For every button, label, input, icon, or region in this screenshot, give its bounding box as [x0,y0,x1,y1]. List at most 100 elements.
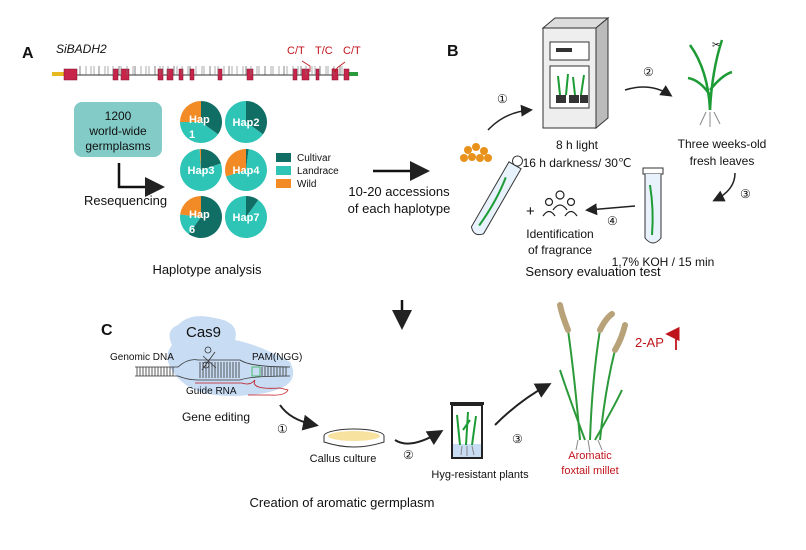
exon [166,68,174,81]
step-3: ③ [740,187,751,201]
growth-chamber-icon [541,16,610,130]
pie-slice-wild [225,149,246,177]
exon [331,68,339,81]
legend-swatch-landrace [276,166,291,175]
pie-slice-landrace [225,196,267,239]
callus-label: Callus culture [310,453,377,465]
resequencing-label: Resequencing [84,193,167,208]
test-tube-icon [642,167,664,244]
genomic-dna-label: Genomic DNA [110,352,174,363]
step-1: ① [497,92,508,106]
exon [246,68,254,81]
accessions-line: of each haplotype [348,201,451,216]
legend-label: Landrace [297,166,339,177]
pie-slice-cultivar [201,101,222,135]
haplotype-label: Hap4 [233,165,261,177]
step-2: ② [643,65,654,79]
plus-sign: + [526,203,535,220]
pie-slice-wild [180,101,201,122]
step-1: ① [277,422,288,436]
panel-b: B ① 8 h light 16 h darkness/ 30℃ ② ✂ Thr… [447,16,767,279]
panel-c: C Cas9 Genomic DNA PAM(NGG) Guide RNA Ge… [101,302,680,510]
sensory-caption: Sensory evaluation test [525,264,661,279]
pie-slice-cultivar [246,101,267,135]
cas9-protein [167,316,294,396]
2ap-label: 2-AP [635,335,664,350]
germplasm-line: world-wide [88,124,147,138]
petri-dish-icon [323,428,385,448]
legend-swatch-cultivar [276,153,291,162]
step-4: ④ [607,214,618,228]
panel-label-b: B [447,43,459,60]
haplotype-pie: Hap4 [225,149,267,191]
haplotype-caption: Haplotype analysis [152,262,262,277]
gene-structure [52,66,358,81]
pie-slice-landrace [226,149,267,191]
haplotype-label: 6 [189,224,195,236]
cas9-label: Cas9 [186,324,221,341]
dna-strands [135,346,291,396]
exon [315,68,320,81]
exon [178,68,184,81]
haplotype-pie: Hap2 [225,101,267,143]
pie-slice-cultivar [246,149,249,170]
pie-slice-landrace [180,122,218,144]
step-2: ② [403,448,414,462]
hyg-label: Hyg-resistant plants [431,469,529,481]
step-3: ③ [512,432,523,446]
growth-line: 8 h light [556,138,599,152]
gene-editing-label: Gene editing [182,410,250,424]
pie-slice-landrace [225,101,263,143]
exon [301,68,310,81]
leaves-line: Three weeks-old [678,137,767,151]
germplasm-box [74,102,162,157]
panel-label-a: A [22,45,34,62]
resequencing-arrow [117,163,165,197]
legend: Cultivar Landrace Wild [276,153,339,190]
legend-label: Cultivar [297,153,332,164]
plant-icon [687,39,733,127]
result-line: foxtail millet [561,465,618,477]
growth-line: 16 h darkness/ 30℃ [523,156,632,170]
pie-slice-wild [199,149,201,170]
haplotype-label: Hap7 [233,212,260,224]
haplotype-label: 1 [189,129,195,141]
result-line: Aromatic [568,450,612,462]
haplotype-label: Hap2 [233,117,260,129]
germplasm-line: 1200 [105,109,132,123]
legend-swatch-wild [276,179,291,188]
exon [189,68,195,81]
snp-label: C/T [343,45,361,57]
leaves-line: fresh leaves [690,154,755,168]
scissors-icon: ✂ [712,40,720,51]
haplotype-label: Hap3 [188,165,215,177]
haplotype-pie: Hap3 [180,149,222,191]
pie-slice-landrace [180,149,222,191]
koh-label: 1.7% KOH / 15 min [612,255,715,269]
pie-slice-landrace [180,214,201,234]
snp-label: C/T [287,45,305,57]
sniff-tube-icon [470,155,523,236]
legend-label: Wild [297,179,316,190]
exon [63,68,78,81]
creation-caption: Creation of aromatic germplasm [250,495,435,510]
haplotype-pie: Hap 6 [180,196,223,239]
pie-slice-cultivar [246,196,259,217]
accessions-line: 10-20 accessions [348,184,450,199]
germplasm-line: germplasms [85,139,150,153]
snp-label: T/C [315,45,333,57]
identification-line: Identification [526,227,593,241]
haplotype-pie: Hap7 [225,196,267,239]
exon [157,68,164,81]
haplotype-pie: Hap 1 [180,101,222,144]
pie-slice-wild [180,196,201,217]
people-icon [542,190,578,217]
exon [217,68,223,81]
exon [343,68,350,81]
panel-label-c: C [101,322,113,339]
panel-a: A SiBADH2 C/T T/C C/T 1200 world-wide ge… [22,42,361,277]
haplotype-label: Hap [189,209,210,221]
pie-slice-cultivar [188,196,223,239]
haplotype-label: Hap [189,114,210,126]
